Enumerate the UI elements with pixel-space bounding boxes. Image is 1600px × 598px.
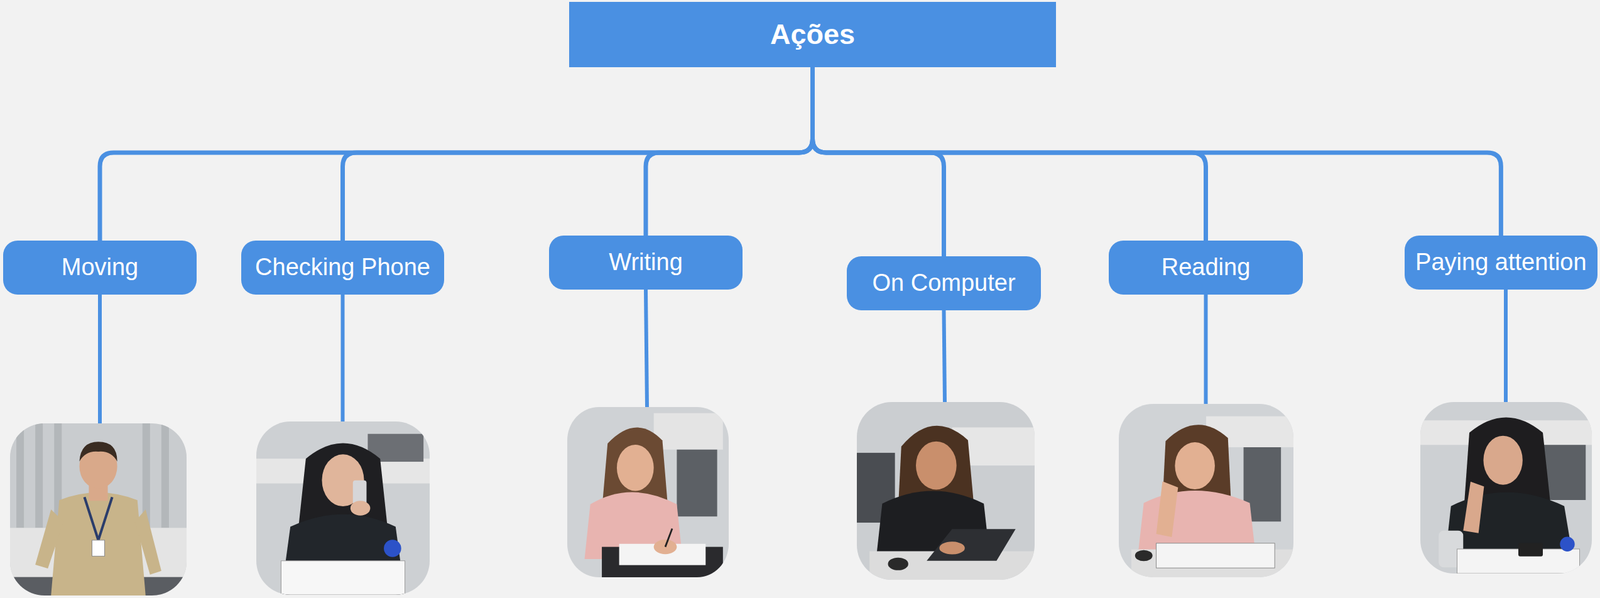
pen	[665, 528, 673, 548]
tree-connector	[342, 67, 813, 241]
mouse	[1135, 550, 1153, 562]
leader-line	[97, 294, 102, 425]
photo-background	[10, 423, 187, 596]
mouse	[888, 557, 909, 571]
badge	[91, 540, 105, 556]
phone	[1518, 542, 1543, 556]
tree-connector	[645, 67, 813, 236]
action-label: On Computer	[871, 270, 1016, 297]
action-box: Paying attention	[1404, 235, 1598, 290]
root-label: Ações	[770, 18, 855, 51]
stripe	[35, 423, 43, 528]
photo-content	[856, 402, 1035, 580]
laptop	[926, 528, 1016, 561]
leader-line	[1204, 294, 1209, 404]
photo-paying-attention	[1420, 402, 1592, 574]
photo-background	[567, 407, 729, 578]
notebook	[280, 560, 405, 595]
photo-writing	[567, 407, 729, 578]
stripe	[161, 423, 169, 528]
action-box: Checking Phone	[241, 240, 445, 295]
stripe	[16, 423, 24, 528]
face	[1483, 435, 1523, 485]
photo-background	[1420, 402, 1592, 574]
photo-background	[256, 421, 430, 595]
hand	[653, 539, 678, 555]
root-box: Ações	[569, 1, 1056, 68]
action-box: On Computer	[846, 256, 1041, 311]
photo-reading	[1118, 403, 1294, 578]
hands	[939, 541, 965, 555]
leader-line	[1503, 289, 1508, 403]
tree-connector	[812, 67, 1502, 236]
shirt	[50, 492, 146, 596]
photo-leaders	[99, 289, 1506, 425]
photo-checking-phone	[256, 421, 430, 595]
tree-connector	[812, 67, 945, 257]
lanyard	[84, 496, 112, 541]
arm-to-chin	[1156, 481, 1179, 538]
chair	[1542, 444, 1586, 501]
chair	[676, 449, 717, 517]
photo-content	[567, 407, 729, 578]
desk-row	[653, 413, 724, 450]
action-label: Reading	[1161, 254, 1251, 281]
photo-moving	[10, 423, 187, 596]
leader-line	[645, 289, 648, 408]
leader-line	[944, 310, 946, 403]
action-box: Moving	[3, 240, 197, 295]
face	[1174, 442, 1215, 490]
book	[1156, 543, 1276, 568]
bottle-cap	[383, 539, 402, 558]
action-label: Writing	[608, 249, 683, 276]
face	[616, 444, 654, 492]
photo-content	[10, 423, 187, 596]
leader-line	[341, 294, 345, 422]
photo-background	[856, 402, 1035, 580]
top	[280, 514, 405, 595]
arm-to-chin	[1463, 481, 1484, 534]
face	[915, 441, 957, 490]
action-box: Reading	[1108, 240, 1303, 295]
hair	[79, 441, 117, 462]
tree-connector	[99, 67, 813, 241]
photo-background	[1118, 403, 1294, 578]
photo-content	[1118, 403, 1294, 578]
bottle-cap	[1559, 537, 1575, 552]
action-label: Moving	[61, 254, 139, 281]
arm	[135, 509, 162, 575]
action-label: Paying attention	[1415, 249, 1587, 276]
hand	[350, 500, 371, 516]
photo-on-computer	[856, 402, 1035, 580]
action-label: Checking Phone	[255, 254, 431, 281]
photo-content	[1420, 402, 1592, 574]
arm	[35, 509, 64, 569]
action-box: Writing	[549, 235, 743, 290]
photo-content	[256, 421, 430, 595]
